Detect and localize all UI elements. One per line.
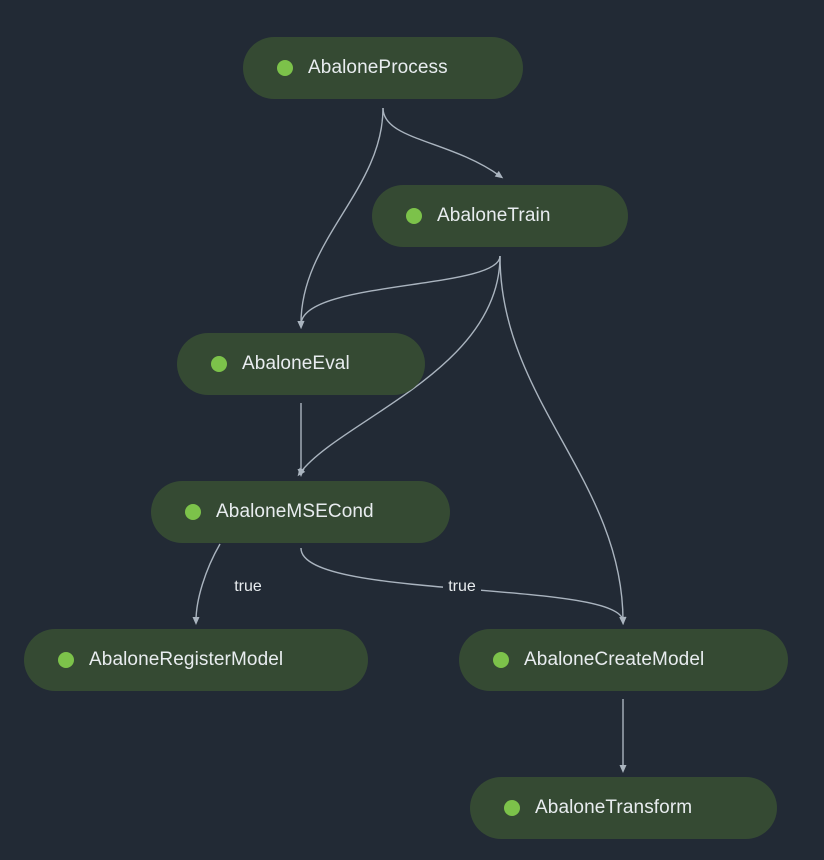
edge-process-to-eval [297,107,384,329]
node-abalone-create-model[interactable]: AbaloneCreateModel [459,629,788,691]
edge-train-to-createmodel [499,255,627,625]
edge-label-background [229,574,267,596]
status-dot-icon [493,652,509,668]
status-dot-icon [58,652,74,668]
status-dot-icon [211,356,227,372]
node-label: AbaloneTrain [437,205,551,226]
edge-label: true [234,578,262,595]
node-abalone-register-model[interactable]: AbaloneRegisterModel [24,629,368,691]
node-abalone-transform[interactable]: AbaloneTransform [470,777,777,839]
edge-label: true [448,578,476,595]
node-abalone-train[interactable]: AbaloneTrain [372,185,628,247]
node-label: AbaloneProcess [308,57,448,78]
node-abalone-eval[interactable]: AbaloneEval [177,333,425,395]
node-abalone-process[interactable]: AbaloneProcess [243,37,523,99]
status-dot-icon [277,60,293,76]
node-label: AbaloneCreateModel [524,649,705,670]
edge-label-background [443,574,481,596]
node-label: AbaloneMSECond [216,501,374,522]
status-dot-icon [504,800,520,816]
edge-train-to-msecond [297,255,501,477]
status-dot-icon [406,208,422,224]
edge-train-to-eval [297,255,501,329]
edge-process-to-train [382,107,504,179]
node-label: AbaloneEval [242,353,350,374]
node-label: AbaloneTransform [535,797,693,818]
edge-msecond-to-register [192,543,221,625]
status-dot-icon [185,504,201,520]
node-label: AbaloneRegisterModel [89,649,284,670]
node-abalone-msecond[interactable]: AbaloneMSECond [151,481,450,543]
